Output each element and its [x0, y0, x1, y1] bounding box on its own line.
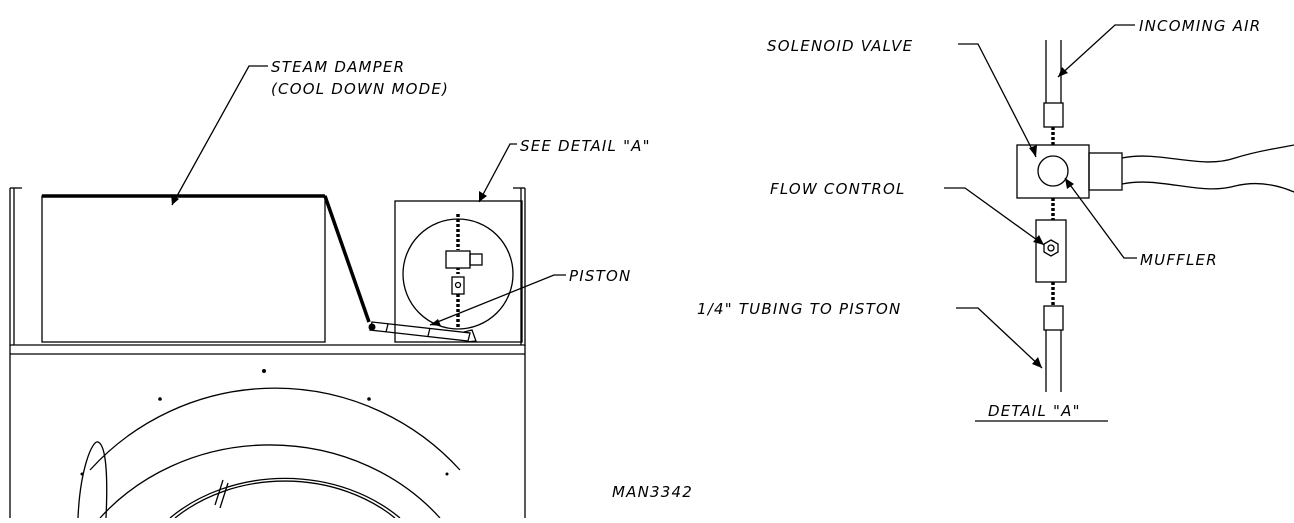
steam-damper-box	[41, 195, 326, 343]
detail-a-title: DETAIL "A"	[988, 402, 1081, 420]
tubing-label: 1/4" TUBING TO PISTON	[697, 300, 901, 318]
valve-housing	[394, 200, 523, 343]
door-hinge	[77, 441, 108, 519]
flow-control-label: FLOW CONTROL	[770, 180, 906, 198]
see-detail-label: SEE DETAIL "A"	[520, 137, 651, 155]
flow-control	[1035, 219, 1067, 283]
flow-control-small	[451, 276, 465, 295]
right-leaders	[944, 24, 1137, 369]
solenoid-coil	[1088, 152, 1123, 191]
drawing-number: MAN3342	[612, 483, 693, 501]
wire-upper	[1121, 144, 1294, 163]
dryer-assembly	[9, 187, 526, 519]
drum-inner-arc	[169, 477, 401, 519]
solenoid-small	[445, 250, 471, 269]
piston-label: PISTON	[569, 267, 631, 285]
drum-outer-arc	[89, 387, 461, 471]
cool-down-mode-label: (COOL DOWN MODE)	[271, 80, 449, 98]
piston-cylinder	[369, 321, 471, 342]
dryer-top-frame	[9, 188, 526, 346]
muffler-label: MUFFLER	[1140, 251, 1218, 269]
muffler	[1037, 155, 1069, 187]
left-leaders	[171, 65, 566, 326]
solenoid-valve	[1016, 144, 1090, 199]
steam-damper-label: STEAM DAMPER	[271, 58, 405, 76]
damper-linkage	[323, 195, 371, 323]
upper-fitting	[1043, 102, 1064, 128]
lower-fitting	[1043, 305, 1064, 331]
wire-lower	[1121, 181, 1294, 193]
incoming-air-label: INCOMING AIR	[1139, 17, 1261, 35]
solenoid-valve-label: SOLENOID VALVE	[767, 37, 913, 55]
